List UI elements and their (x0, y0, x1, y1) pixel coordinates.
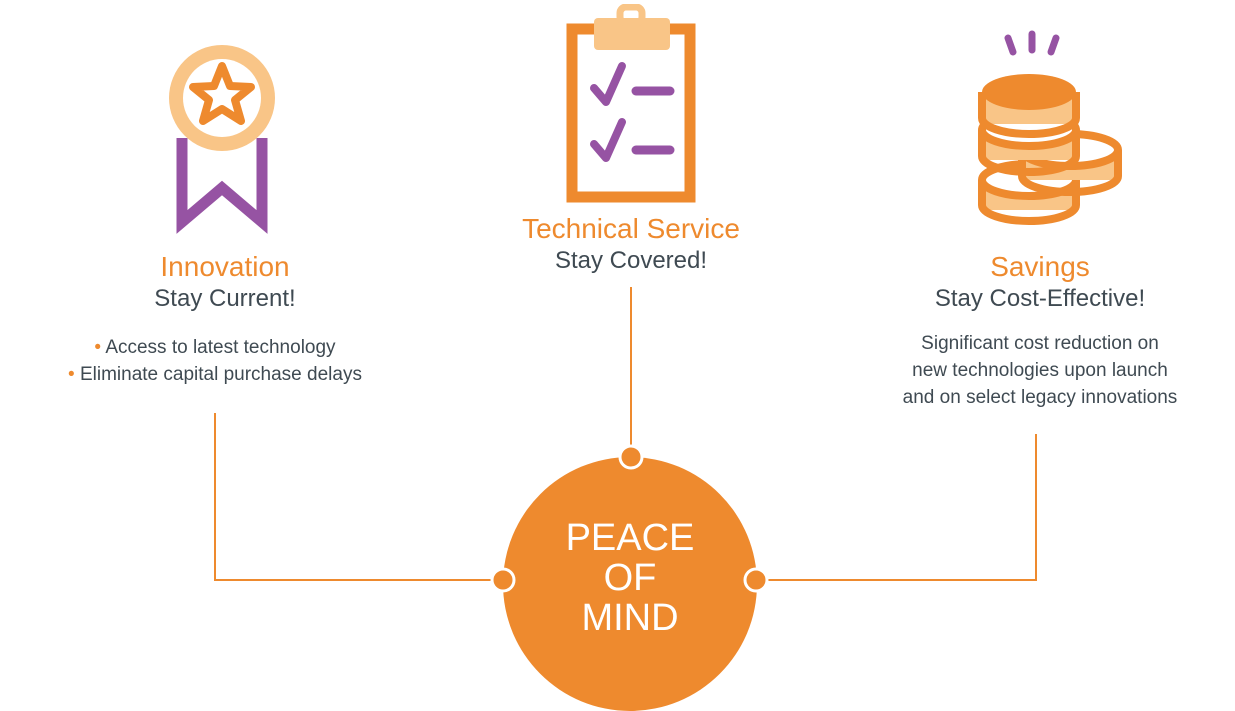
description-line: Significant cost reduction on (921, 333, 1159, 354)
hub-line-1: PEACE (565, 517, 695, 559)
description-line: and on select legacy innovations (902, 387, 1178, 408)
savings-description: Significant cost reduction on new techno… (850, 330, 1230, 411)
hub-dot-top (618, 444, 644, 470)
savings-block: Savings Stay Cost-Effective! (885, 250, 1195, 314)
coin-stack-icon (978, 30, 1122, 225)
innovation-title: Innovation (160, 251, 290, 282)
innovation-subtitle: Stay Current! (154, 285, 296, 312)
description-line: new technologies upon launch (912, 360, 1168, 381)
savings-title: Savings (990, 251, 1090, 282)
technical-service-subtitle: Stay Covered! (554, 247, 708, 274)
bullet-mark: • (68, 364, 75, 385)
coin-top (978, 74, 1080, 138)
list-item: • Eliminate capital purchase delays (0, 361, 430, 388)
award-ribbon-star-icon (169, 45, 275, 234)
innovation-connector (214, 413, 503, 581)
savings-subtitle: Stay Cost-Effective! (934, 285, 1146, 312)
hub-dot-right (743, 567, 769, 593)
innovation-block: Innovation Stay Current! (75, 250, 375, 314)
hub-line-2: OF (603, 557, 657, 599)
hub-line-3: MIND (581, 597, 679, 639)
savings-connector (756, 434, 1037, 581)
bullet-text: Access to latest technology (105, 337, 336, 358)
innovation-bullets: • Access to latest technology • Eliminat… (0, 334, 430, 388)
peace-of-mind-hub (503, 457, 757, 711)
hub-dot-left (490, 567, 516, 593)
clipboard-checklist-icon (566, 4, 696, 203)
list-item: • Access to latest technology (0, 334, 430, 361)
hub-label: PEACE OF MIND (530, 518, 730, 638)
bullet-text: Eliminate capital purchase delays (79, 364, 362, 385)
bullet-mark: • (94, 337, 102, 358)
technical-service-block: Technical Service Stay Covered! (480, 212, 782, 276)
technical-service-title: Technical Service (522, 213, 740, 244)
